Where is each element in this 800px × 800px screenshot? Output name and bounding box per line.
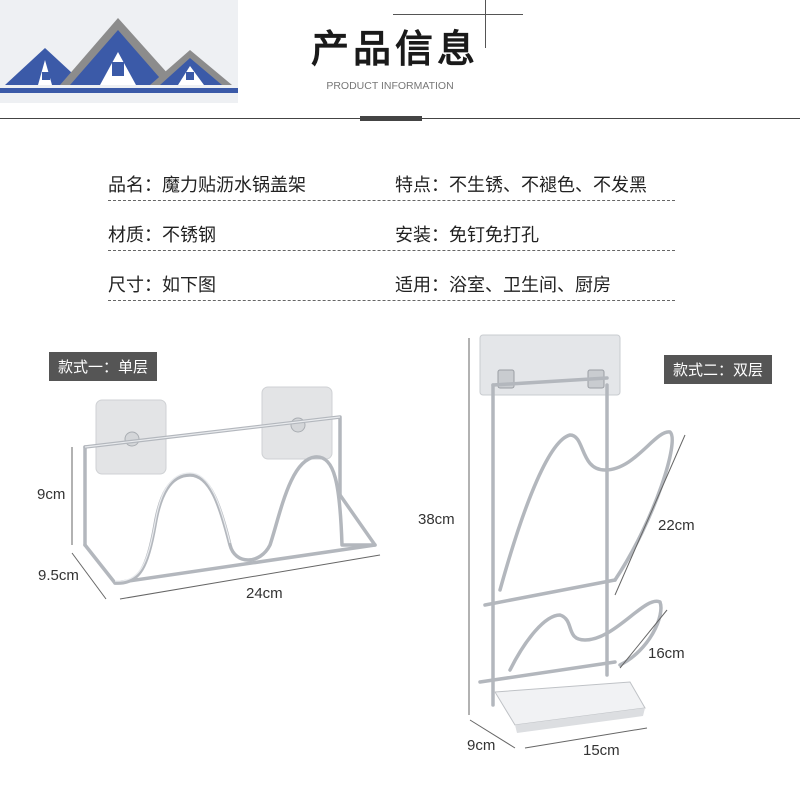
model-two-badge: 款式二：双层 — [664, 355, 773, 384]
double-layer-rack-image — [455, 330, 695, 750]
spec-row-usage: 适用：浴室、卫生间、厨房 — [395, 271, 611, 297]
model-one-badge: 款式一：单层 — [49, 352, 158, 381]
spec-row-install: 安装：免钉免打孔 — [395, 221, 539, 247]
single-layer-rack-image — [30, 385, 400, 615]
spec-value: 浴室、卫生间、厨房 — [449, 275, 611, 296]
title-deco-line — [485, 0, 486, 48]
spec-divider — [108, 200, 675, 201]
divider-accent — [360, 116, 422, 121]
dim-width-label: 15cm — [583, 742, 620, 759]
dim-lower-label: 16cm — [648, 645, 685, 662]
dim-upper-label: 22cm — [658, 517, 695, 534]
spec-divider — [108, 250, 675, 251]
dim-height-label: 9cm — [37, 486, 66, 503]
dim-depth-label: 9.5cm — [38, 567, 79, 584]
spec-value: 免钉免打孔 — [449, 225, 539, 246]
spec-row-size: 尺寸：如下图 — [108, 271, 216, 297]
spec-label: 适用： — [395, 275, 449, 296]
dim-height-label: 38cm — [418, 511, 455, 528]
spec-value: 不生锈、不褪色、不发黑 — [449, 175, 647, 196]
spec-label: 材质： — [108, 225, 162, 246]
spec-divider — [108, 300, 675, 301]
spec-value: 不锈钢 — [162, 225, 216, 246]
spec-label: 尺寸： — [108, 275, 162, 296]
page-title: 产品信息 — [310, 27, 479, 71]
spec-row-name: 品名：魔力贴沥水锅盖架 — [108, 171, 306, 197]
house-roof-logo — [0, 0, 238, 103]
spec-label: 特点： — [395, 175, 449, 196]
dim-width-label: 24cm — [246, 585, 283, 602]
spec-row-material: 材质：不锈钢 — [108, 221, 216, 247]
spec-value: 魔力贴沥水锅盖架 — [162, 175, 306, 196]
spec-label: 安装： — [395, 225, 449, 246]
title-deco-line — [393, 14, 523, 15]
spec-value: 如下图 — [162, 275, 216, 296]
page-subtitle: PRODUCT INFORMATION — [326, 80, 454, 92]
dim-depth-label: 9cm — [467, 737, 496, 754]
spec-label: 品名： — [108, 175, 162, 196]
spec-row-feature: 特点：不生锈、不褪色、不发黑 — [395, 171, 647, 197]
